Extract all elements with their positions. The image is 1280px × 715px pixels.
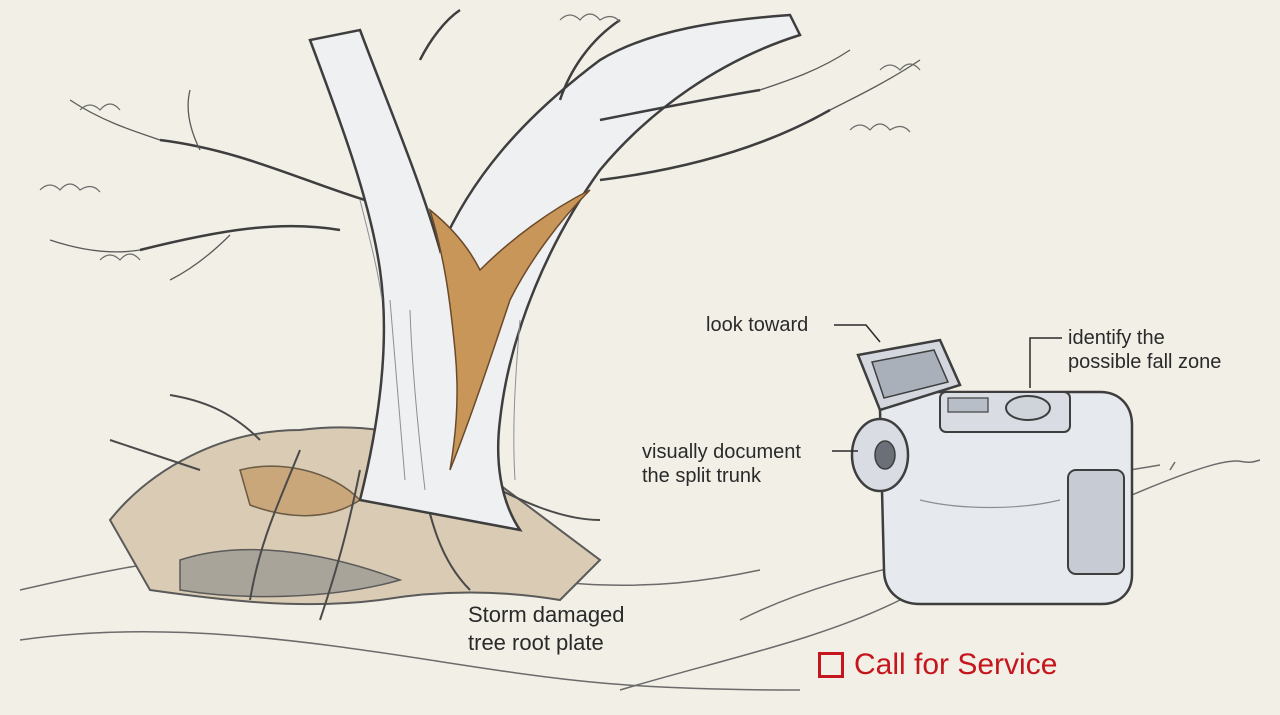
callout-look-toward-text: look toward [706, 314, 809, 336]
callout-document-trunk: visually document the split trunk [642, 440, 801, 488]
callout-document-line2: the split trunk [642, 465, 761, 487]
callout-document-line1: visually document [642, 441, 801, 463]
callout-look-toward: look toward [706, 313, 808, 337]
callout-leaders [832, 324, 1062, 452]
camera-icon [850, 338, 1134, 606]
callout-identify-fall-zone: identify the possible fall zone [1068, 326, 1221, 374]
call-for-service-button[interactable]: Call for Service [818, 646, 1057, 684]
callout-identify-line2: possible fall zone [1068, 351, 1222, 373]
caption-storm-damaged: Storm damaged tree root plate [468, 601, 625, 657]
root-plate [108, 394, 602, 621]
callout-identify-line1: identify the [1068, 327, 1165, 349]
caption-storm-line2: tree root plate [468, 630, 604, 655]
checkbox-icon [818, 652, 844, 678]
caption-storm-line1: Storm damaged [468, 602, 625, 627]
call-for-service-label: Call for Service [854, 648, 1058, 681]
tree-trunk [39, 8, 921, 532]
